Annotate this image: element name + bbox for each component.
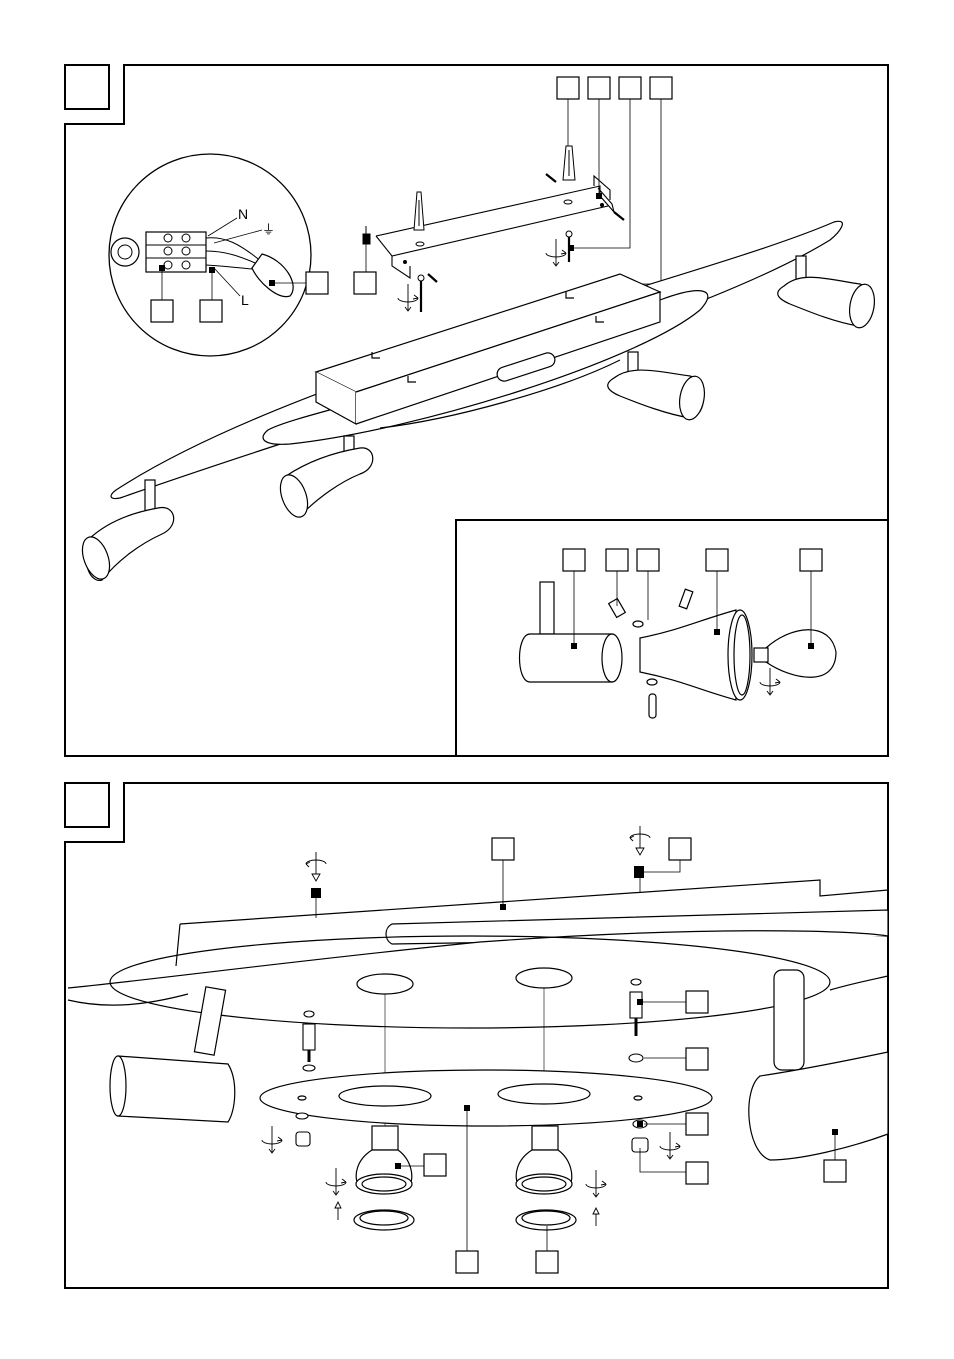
figure-2 — [64, 782, 889, 1289]
callout-grub-screw — [605, 548, 629, 572]
wiring-detail: N ⏚ L — [108, 153, 329, 357]
callout-screw-top — [668, 837, 692, 861]
callout-top-4 — [649, 76, 673, 100]
spotlight-2 — [279, 435, 374, 518]
callout-screw — [353, 271, 377, 295]
live-label: L — [241, 292, 249, 308]
mounting-bracket — [375, 174, 615, 280]
earth-symbol-icon: ⏚ — [262, 222, 275, 237]
callout-top-2 — [587, 76, 611, 100]
wall-plugs — [413, 145, 576, 231]
ceiling-bar — [67, 879, 889, 1029]
callout-top-3 — [618, 76, 642, 100]
callout-plate — [455, 1250, 479, 1274]
callout-led — [423, 1153, 447, 1177]
callout-bar — [491, 837, 515, 861]
holder-post — [539, 581, 555, 635]
callout-terminal-right — [199, 299, 223, 323]
standoffs — [302, 978, 644, 1072]
led-lamp-right — [515, 1125, 577, 1231]
callout-ring — [535, 1250, 559, 1274]
callout-nut — [685, 1161, 709, 1185]
callout-wire — [305, 271, 329, 295]
callout-holder — [562, 548, 586, 572]
callout-spot — [823, 1159, 847, 1183]
junction-box — [314, 273, 662, 426]
bulb-shape — [765, 629, 837, 678]
callout-top-1 — [556, 76, 580, 100]
top-callouts — [556, 76, 673, 100]
figure-1-inset — [455, 519, 889, 757]
callout-washer-2 — [685, 1112, 709, 1136]
callout-shade — [705, 548, 729, 572]
figure-1: N ⏚ L — [64, 64, 889, 757]
step-number-box-1 — [64, 64, 110, 110]
spotlight-3 — [607, 351, 706, 421]
callout-washer-1 — [685, 1047, 709, 1071]
shade-body — [639, 609, 737, 701]
led-lamp-left — [353, 1125, 415, 1231]
step-number-box-2 — [64, 782, 110, 828]
callout-bulb — [799, 548, 823, 572]
callout-standoff — [685, 990, 709, 1014]
spot-right — [748, 969, 889, 1161]
spotlight-4 — [777, 255, 876, 329]
neutral-label: N — [238, 206, 248, 222]
callout-washer — [636, 548, 660, 572]
spot-left — [109, 986, 236, 1123]
spotlight-1 — [81, 479, 175, 581]
up-arrow-icon — [334, 1200, 600, 1226]
callout-terminal-left — [150, 299, 174, 323]
led-plate — [259, 1069, 713, 1127]
